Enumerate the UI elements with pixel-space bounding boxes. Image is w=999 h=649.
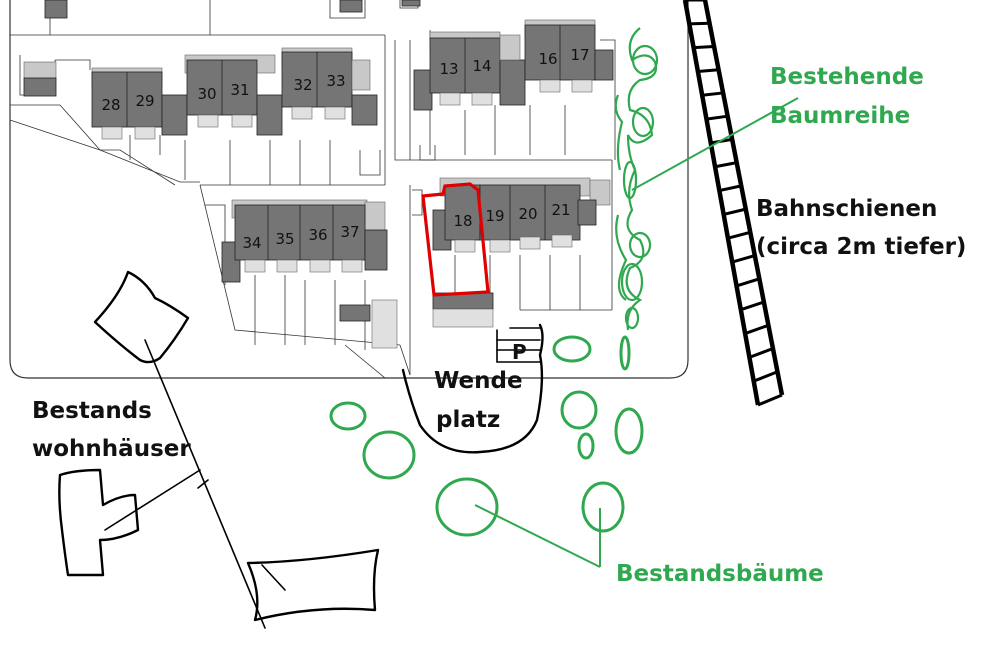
map-labels: Wende platz Bestands wohnhäuser Bestehen… [32, 64, 966, 587]
railway-tie [706, 114, 728, 121]
turnaround-label-line2: platz [436, 407, 500, 433]
turnaround-sketch [401, 323, 544, 454]
house-number-14: 14 [472, 57, 491, 75]
house-number-30: 30 [197, 85, 216, 103]
existing-houses-label-line2: wohnhäuser [32, 436, 191, 462]
railway-tie [753, 370, 779, 383]
existing-houses-label-line1: Bestands [32, 398, 152, 424]
house-number-29: 29 [135, 92, 154, 110]
railway-tie [702, 91, 724, 97]
house-number-37: 37 [340, 223, 359, 241]
house-number-34: 34 [242, 234, 261, 252]
railway-label-line2: (circa 2m tiefer) [756, 234, 966, 260]
party-walls [126, 25, 561, 260]
house-number-17: 17 [570, 46, 589, 64]
turnaround-label-line1: Wende [434, 368, 523, 394]
railway-tie [744, 323, 769, 335]
railway-tracks [682, 0, 785, 407]
house-number-32: 32 [293, 76, 312, 94]
existing-trees-label: Bestandsbäume [616, 561, 824, 587]
railway-tie [714, 161, 737, 169]
railway-tie [731, 254, 756, 264]
house-number-13: 13 [439, 60, 458, 78]
railway-tie [693, 44, 715, 50]
railway-tie [748, 347, 774, 359]
highlighted-parcel-18 [421, 182, 490, 297]
annotation-leaders [474, 97, 799, 568]
railway-tie [736, 277, 760, 288]
plot-lines [9, 0, 616, 379]
existing-trees [329, 335, 644, 537]
house-number-33: 33 [326, 72, 345, 90]
railway-tie [727, 230, 751, 240]
railway-tie [723, 207, 747, 216]
house-number-28: 28 [101, 96, 120, 114]
railway-tie [697, 68, 719, 73]
railway-tie [719, 184, 742, 193]
house-number-36: 36 [308, 226, 327, 244]
railway-tie [757, 393, 783, 407]
existing-houses-sketch [58, 270, 380, 629]
top-partial-buildings [44, 0, 421, 19]
tree-row-label-line2: Baumreihe [770, 103, 910, 129]
site-boundary [9, 0, 689, 379]
parking-label: P [512, 340, 527, 364]
house-number-21: 21 [551, 201, 570, 219]
house-number-35: 35 [275, 230, 294, 248]
railway-tie [740, 300, 765, 312]
tree-row-label-line1: Bestehende [770, 64, 924, 90]
tree-row-sketch [614, 27, 659, 331]
railway-label-line1: Bahnschienen [756, 196, 937, 222]
house-number-18: 18 [453, 212, 472, 230]
house-number-20: 20 [518, 205, 537, 223]
railway-tie [689, 21, 710, 26]
house-number-31: 31 [230, 81, 249, 99]
house-row-34-37 [221, 199, 398, 349]
house-row-18-21 [432, 177, 611, 328]
house-number-19: 19 [485, 207, 504, 225]
house-numbers: 28 29 30 31 32 33 13 14 16 17 18 19 20 2… [101, 46, 589, 252]
house-number-16: 16 [538, 50, 557, 68]
